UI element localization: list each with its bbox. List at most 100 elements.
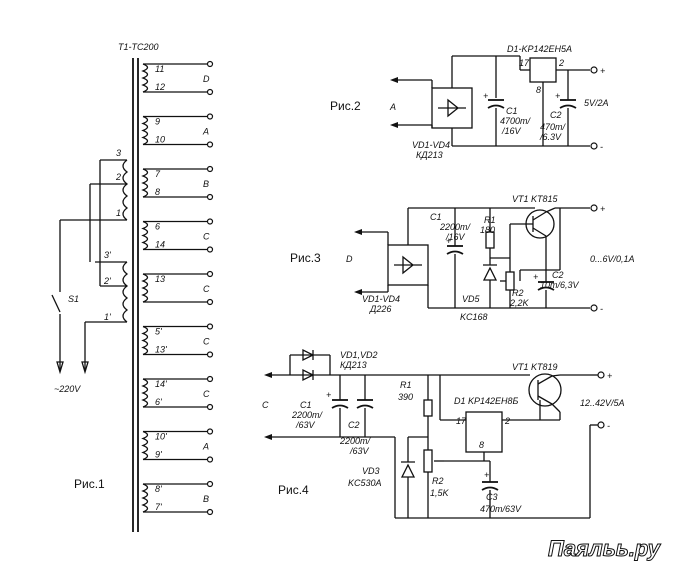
fig4-c2-voltage: /63V	[349, 446, 370, 456]
secondary-terminal	[206, 403, 214, 411]
mains-label: ~220V	[54, 384, 81, 394]
secondary-terminal	[206, 508, 214, 516]
fig2-input: A	[389, 102, 396, 112]
fig4-c2: C2	[348, 420, 360, 430]
winding-top-tap: 8'	[155, 484, 162, 494]
winding-bottom-tap: 10	[155, 135, 165, 145]
winding-output-letter: D	[203, 74, 210, 84]
winding-output-letter: B	[203, 179, 209, 189]
fig2-bridge-label: VD1-VD4	[412, 140, 450, 150]
winding-output-letter: C	[203, 337, 210, 347]
fig3-c1: C1	[430, 212, 442, 222]
fig4-c1: C1	[300, 400, 312, 410]
fig4-c3-value: 470m/63V	[480, 504, 522, 514]
switch-s1	[51, 294, 61, 313]
fig4-vt1-label: VT1 KT819	[512, 362, 558, 372]
winding-output-letter: C	[203, 389, 210, 399]
winding-top-tap: 5'	[155, 327, 162, 337]
fig2-c2-plus: +	[555, 91, 560, 101]
secondary-terminal	[206, 351, 214, 358]
secondary-terminal	[206, 193, 214, 201]
winding-top-tap: 11	[155, 64, 164, 74]
secondary-winding: 5' 13' C	[141, 323, 214, 358]
fig2-c1-voltage: /16V	[501, 126, 522, 136]
fig4-vd3: VD3	[362, 466, 380, 476]
secondary-winding: 7 8 B	[141, 165, 214, 201]
fig4-out-minus: -	[607, 421, 610, 431]
fig3-circuit: Рис.3 D VD1-VD4 Д226 + C1 2200m/ /16V R1…	[290, 194, 635, 322]
transformer-t1: T1-TC200 1112D910A78B614C13C5'13'C14'6'C…	[51, 42, 214, 532]
fig4-vt1	[528, 373, 562, 407]
fig3-bridge-type: Д226	[369, 304, 391, 314]
fig3-out-minus: -	[600, 304, 603, 314]
winding-bottom-tap: 14	[155, 240, 165, 250]
fig3-r2-label: R2	[512, 288, 524, 298]
mains-input: S1 ~220V	[51, 220, 89, 394]
fig2-out-minus-terminal	[590, 142, 598, 150]
fig3-r2-value: 2,2K	[509, 298, 530, 308]
winding-bottom-tap: 13'	[155, 345, 167, 355]
fig3-c2: C2	[552, 270, 564, 280]
fig4-pin8: 8	[479, 440, 484, 450]
fig3-out-minus-terminal	[590, 304, 598, 312]
winding-output-letter: A	[202, 442, 209, 452]
fig4-out-minus-terminal	[597, 421, 605, 429]
secondary-terminal	[206, 141, 214, 148]
fig2-ic-label: D1-KP142EH5A	[507, 44, 572, 54]
secondary-terminal	[206, 113, 214, 120]
secondary-terminal	[206, 246, 214, 253]
fig3-vt1-label: VT1 KT815	[512, 194, 559, 204]
primary1-tap-3: 3	[116, 148, 121, 158]
fig2-pin8: 8	[536, 85, 541, 95]
fig4-diodes-type: КД213	[340, 360, 367, 370]
fig4-c1-voltage: /63V	[295, 420, 316, 430]
secondary-winding: 8'7'B	[141, 480, 214, 516]
fig2-label: Рис.2	[330, 99, 361, 113]
fig4-r2-label: R2	[432, 476, 444, 486]
fig3-r1-value: 180	[480, 225, 495, 235]
fig2-c2-value: 470m/	[540, 122, 567, 132]
secondary-terminal	[206, 88, 214, 96]
winding-top-tap: 10'	[155, 432, 167, 442]
primary2-tap-1: 1'	[104, 312, 111, 322]
fig3-c2-value: 10m/6,3V	[540, 280, 580, 290]
fig2-bridge-type: КД213	[416, 150, 443, 160]
winding-output-letter: B	[203, 494, 209, 504]
primary1-tap-2: 2	[115, 172, 121, 182]
fig2-c1: C1	[506, 106, 518, 116]
fig4-r1-label: R1	[400, 380, 412, 390]
secondary-terminal	[206, 60, 214, 68]
winding-top-tap: 7	[155, 169, 161, 179]
winding-top-tap: 13	[155, 274, 165, 284]
winding-output-letter: C	[203, 232, 210, 242]
fig2-c2: C2	[550, 110, 562, 120]
winding-bottom-tap: 8	[155, 187, 160, 197]
transformer-title: T1-TC200	[118, 42, 159, 52]
secondary-terminal	[206, 270, 214, 278]
secondary-terminal	[206, 480, 214, 488]
fig3-bridge-label: VD1-VD4	[362, 294, 400, 304]
fig2-pin17: 17	[519, 58, 530, 68]
secondary-terminal	[206, 375, 214, 383]
secondary-terminal	[206, 323, 214, 330]
fig3-input: D	[346, 254, 353, 264]
fig4-label: Рис.4	[278, 483, 309, 497]
fig4-vd3-type: KC530A	[348, 478, 382, 488]
winding-bottom-tap: 6'	[155, 397, 162, 407]
fig2-out-minus: -	[600, 142, 603, 152]
primary2-tap-3: 3'	[104, 250, 111, 260]
fig4-pin17: 17	[456, 416, 467, 426]
winding-bottom-tap: 12	[155, 82, 165, 92]
secondary-winding: 10'9'A	[141, 428, 214, 463]
fig4-c2-value: 2200m/	[339, 436, 372, 446]
fig2-c1-plus: +	[483, 91, 488, 101]
fig2-out-plus: +	[600, 66, 605, 76]
fig3-vd5: VD5	[462, 294, 481, 304]
fig2-circuit: Рис.2 A VD1-VD4 КД213 + C1 4700m/ /	[330, 44, 609, 160]
winding-top-tap: 14'	[155, 379, 167, 389]
fig4-circuit: Рис.4 C VD1,VD2 КД213 + C1 2200m/ /63V C…	[262, 348, 625, 519]
fig4-r1-value: 390	[398, 392, 413, 402]
fig3-r1-label: R1	[484, 215, 496, 225]
